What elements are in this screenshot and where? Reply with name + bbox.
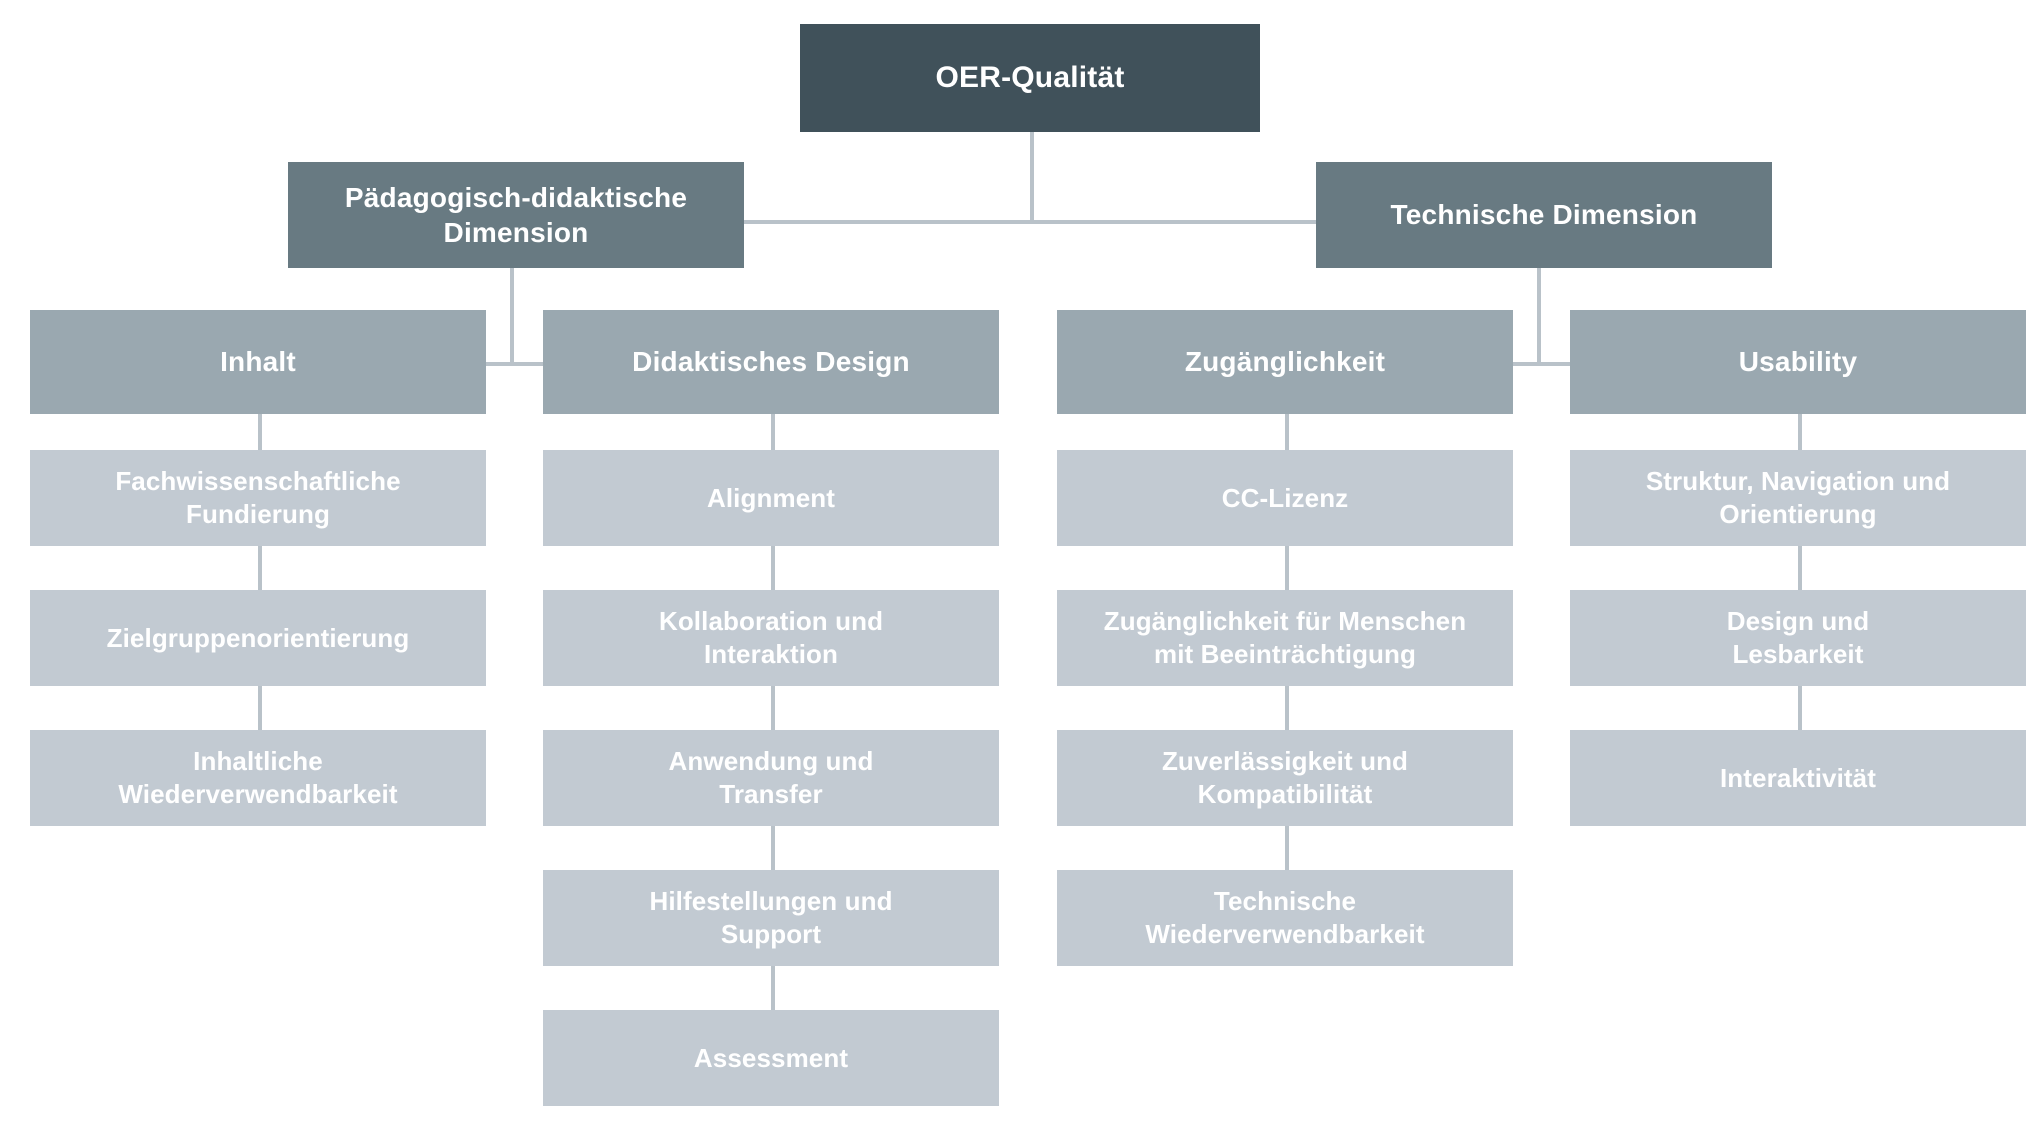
node-root-oer-qualitaet[interactable]: OER-Qualität	[800, 24, 1260, 132]
node-criterion-fachwissenschaftliche-fundierung[interactable]: Fachwissenschaftliche Fundierung	[30, 450, 486, 546]
node-criterion-hilfestellungen-und-support[interactable]: Hilfestellungen und Support	[543, 870, 999, 966]
node-criterion-zugaenglichkeit-fuer-menschen-mit-beeintraechtigung[interactable]: Zugänglichkeit für Menschen mit Beeinträ…	[1057, 590, 1513, 686]
node-criterion-zielgruppenorientierung[interactable]: Zielgruppenorientierung	[30, 590, 486, 686]
node-category-zugaenglichkeit[interactable]: Zugänglichkeit	[1057, 310, 1513, 414]
node-criterion-cc-lizenz[interactable]: CC-Lizenz	[1057, 450, 1513, 546]
node-criterion-zuverlaessigkeit-und-kompatibilitaet[interactable]: Zuverlässigkeit und Kompatibilität	[1057, 730, 1513, 826]
node-category-usability[interactable]: Usability	[1570, 310, 2026, 414]
node-criterion-technische-wiederverwendbarkeit[interactable]: Technische Wiederverwendbarkeit	[1057, 870, 1513, 966]
node-category-didaktisches-design[interactable]: Didaktisches Design	[543, 310, 999, 414]
node-dimension-technisch[interactable]: Technische Dimension	[1316, 162, 1772, 268]
connector-dim-left-stem	[510, 268, 514, 364]
connector-dimension-crossbar	[740, 220, 1320, 224]
connector-root-stem	[1030, 132, 1034, 222]
node-criterion-design-und-lesbarkeit[interactable]: Design und Lesbarkeit	[1570, 590, 2026, 686]
node-category-inhalt[interactable]: Inhalt	[30, 310, 486, 414]
node-criterion-anwendung-und-transfer[interactable]: Anwendung und Transfer	[543, 730, 999, 826]
node-criterion-inhaltliche-wiederverwendbarkeit[interactable]: Inhaltliche Wiederverwendbarkeit	[30, 730, 486, 826]
connector-dim-right-stem	[1537, 268, 1541, 364]
node-criterion-struktur-navigation-und-orientierung[interactable]: Struktur, Navigation und Orientierung	[1570, 450, 2026, 546]
connector-category-crossbar-right	[1285, 362, 1785, 366]
node-criterion-assessment[interactable]: Assessment	[543, 1010, 999, 1106]
node-dimension-paedagogisch-didaktisch[interactable]: Pädagogisch-didaktische Dimension	[288, 162, 744, 268]
connector-category-crossbar-left	[258, 362, 758, 366]
node-criterion-interaktivitaet[interactable]: Interaktivität	[1570, 730, 2026, 826]
node-criterion-alignment[interactable]: Alignment	[543, 450, 999, 546]
node-criterion-kollaboration-und-interaktion[interactable]: Kollaboration und Interaktion	[543, 590, 999, 686]
